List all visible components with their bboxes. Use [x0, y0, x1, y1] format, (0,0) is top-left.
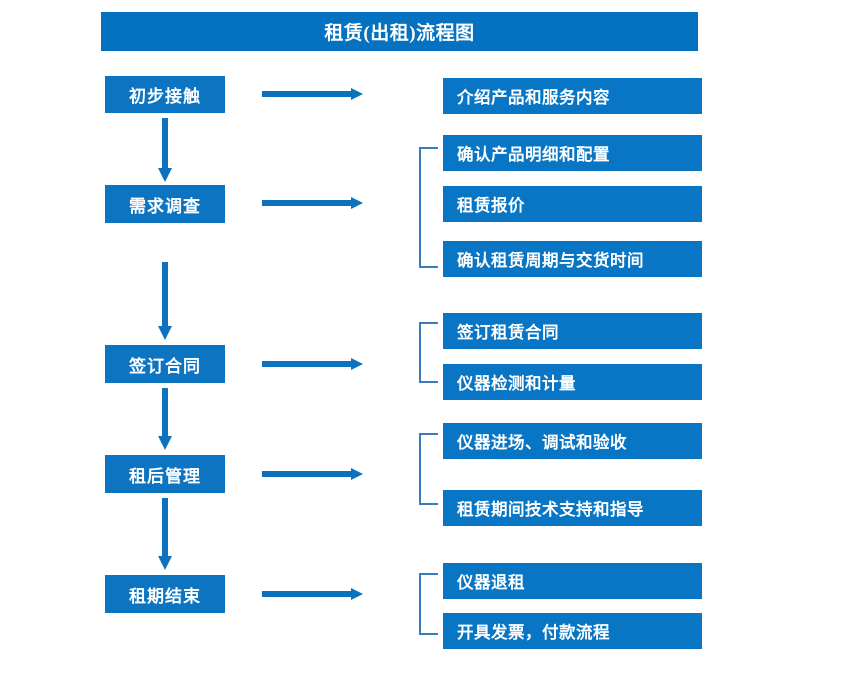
group-bracket-icon-4	[417, 573, 439, 635]
down-arrow-icon-2	[156, 262, 174, 342]
down-arrow-icon-1	[156, 118, 174, 184]
down-arrow-icon-3	[156, 388, 174, 452]
right-arrow-icon-2	[262, 196, 364, 210]
stage-box-1[interactable]: 初步接触	[105, 76, 225, 113]
detail-box-2[interactable]: 确认产品明细和配置	[443, 135, 702, 171]
detail-box-5[interactable]: 签订租赁合同	[443, 313, 702, 349]
group-bracket-icon-3	[417, 433, 439, 505]
detail-box-3[interactable]: 租赁报价	[443, 186, 702, 222]
down-arrow-icon-4	[156, 498, 174, 572]
stage-box-4[interactable]: 租后管理	[105, 455, 225, 493]
right-arrow-icon-1	[262, 87, 364, 101]
detail-box-9[interactable]: 仪器退租	[443, 563, 702, 599]
group-bracket-icon-2	[417, 322, 439, 383]
stage-box-5[interactable]: 租期结束	[105, 575, 225, 613]
detail-box-6[interactable]: 仪器检测和计量	[443, 364, 702, 400]
page-title: 租赁(出租)流程图	[101, 12, 698, 51]
right-arrow-icon-5	[262, 587, 364, 601]
stage-box-2[interactable]: 需求调查	[105, 185, 225, 223]
group-bracket-icon-1	[417, 147, 439, 268]
stage-box-3[interactable]: 签订合同	[105, 345, 225, 383]
right-arrow-icon-3	[262, 357, 364, 371]
right-arrow-icon-4	[262, 467, 364, 481]
detail-box-1[interactable]: 介绍产品和服务内容	[443, 78, 702, 114]
detail-box-8[interactable]: 租赁期间技术支持和指导	[443, 490, 702, 526]
detail-box-7[interactable]: 仪器进场、调试和验收	[443, 423, 702, 459]
detail-box-10[interactable]: 开具发票，付款流程	[443, 613, 702, 649]
detail-box-4[interactable]: 确认租赁周期与交货时间	[443, 241, 702, 277]
